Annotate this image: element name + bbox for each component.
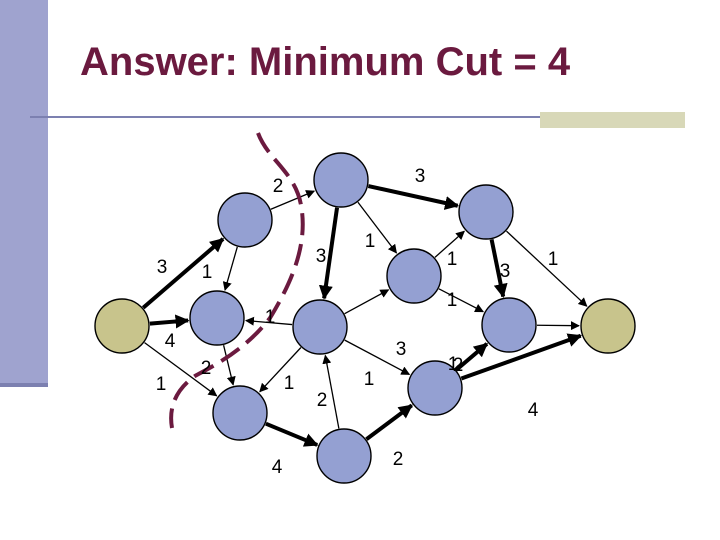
node-g xyxy=(212,385,268,441)
capacity-label-s-a: 3 xyxy=(157,257,168,278)
node-b xyxy=(189,290,245,346)
edge-a-c xyxy=(270,190,316,210)
title-divider xyxy=(30,116,685,118)
edge-e-i xyxy=(438,288,485,313)
left-accent-bar-shadow xyxy=(0,383,48,387)
capacity-label-s-g: 1 xyxy=(156,374,167,395)
edge-h-k xyxy=(365,403,413,441)
capacity-label-k-i: 2 xyxy=(453,355,464,376)
capacity-label-i-t: 1 xyxy=(448,354,459,375)
capacity-label-a-b: 1 xyxy=(202,262,213,283)
node-s-source xyxy=(94,298,150,354)
capacity-label-a-c: 2 xyxy=(273,176,284,197)
edge-a-b xyxy=(222,246,238,291)
edges xyxy=(141,184,588,447)
capacity-label-h-k: 2 xyxy=(393,449,404,470)
edge-f-j xyxy=(344,339,411,375)
edge-s-g xyxy=(144,342,218,397)
edge-d-t xyxy=(506,230,588,307)
node-d xyxy=(458,184,514,240)
node-f xyxy=(292,299,348,355)
node-h xyxy=(316,428,372,484)
capacity-label-c-f: 3 xyxy=(316,246,327,267)
capacity-label-e-i: 1 xyxy=(447,290,458,311)
nodes xyxy=(94,152,636,484)
capacity-label-e-d: 1 xyxy=(447,249,458,270)
capacity-label-k-t: 4 xyxy=(528,400,539,421)
capacity-label-s-b: 4 xyxy=(165,331,176,352)
node-a xyxy=(217,192,273,248)
edge-b-g xyxy=(222,345,236,386)
edge-d-i xyxy=(489,239,508,298)
left-accent-bar xyxy=(0,0,48,385)
edge-k-t xyxy=(460,333,583,381)
node-i xyxy=(481,297,537,353)
node-c xyxy=(313,152,369,208)
edge-c-d xyxy=(367,184,460,210)
cut-curve-dashed-line xyxy=(169,132,305,429)
capacity-label-d-i: 3 xyxy=(500,261,511,282)
capacity-label-f-g: 1 xyxy=(284,373,295,394)
capacity-label-d-t: 1 xyxy=(548,249,559,270)
node-t-sink xyxy=(580,298,636,354)
node-k xyxy=(407,360,463,416)
minimum-cut-curve xyxy=(169,132,305,429)
capacity-label-b-g: 2 xyxy=(201,358,212,379)
capacity-label-g-h: 4 xyxy=(272,457,283,478)
edge-c-e xyxy=(357,201,397,254)
edge-s-a xyxy=(141,237,225,310)
capacity-label-c-e: 1 xyxy=(365,231,376,252)
edge-e-d xyxy=(434,230,465,258)
edge-s-b xyxy=(149,314,190,329)
edge-f-g xyxy=(259,347,302,393)
edge-h-f xyxy=(322,354,340,429)
capacity-label-f-e: 3 xyxy=(396,339,407,360)
node-e xyxy=(386,248,442,304)
edge-f-e xyxy=(344,289,390,315)
capacity-label-f-b: 1 xyxy=(265,307,276,328)
edge-c-f xyxy=(318,207,340,300)
capacity-label-c-d: 3 xyxy=(415,166,426,187)
title-divider-accent xyxy=(540,112,685,128)
edge-f-b xyxy=(244,316,293,326)
edge-g-h xyxy=(265,421,319,447)
capacity-label-f-j: 2 xyxy=(317,390,328,411)
slide-title: Answer: Minimum Cut = 4 xyxy=(80,40,571,84)
capacity-label-h-f: 1 xyxy=(364,369,375,390)
edge-k-i xyxy=(455,342,489,372)
